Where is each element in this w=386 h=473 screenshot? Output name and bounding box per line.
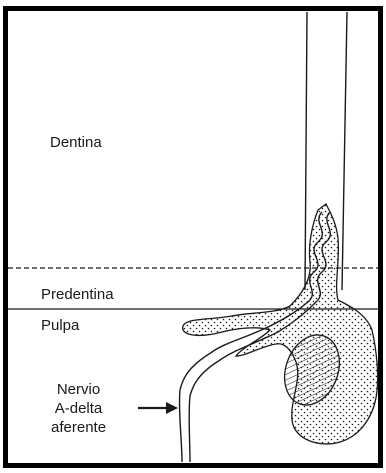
label-nerve-line3: aferente <box>51 418 106 437</box>
label-dentin: Dentina <box>50 133 102 152</box>
label-pulp: Pulpa <box>41 316 79 335</box>
label-nerve-line2: A-delta <box>51 399 106 418</box>
label-nerve: Nervio A-delta aferente <box>51 380 106 437</box>
odontoblast-process <box>183 204 378 444</box>
nerve-pointer-arrow <box>138 402 178 414</box>
label-nerve-line1: Nervio <box>51 380 106 399</box>
label-predentin: Predentina <box>41 285 114 304</box>
